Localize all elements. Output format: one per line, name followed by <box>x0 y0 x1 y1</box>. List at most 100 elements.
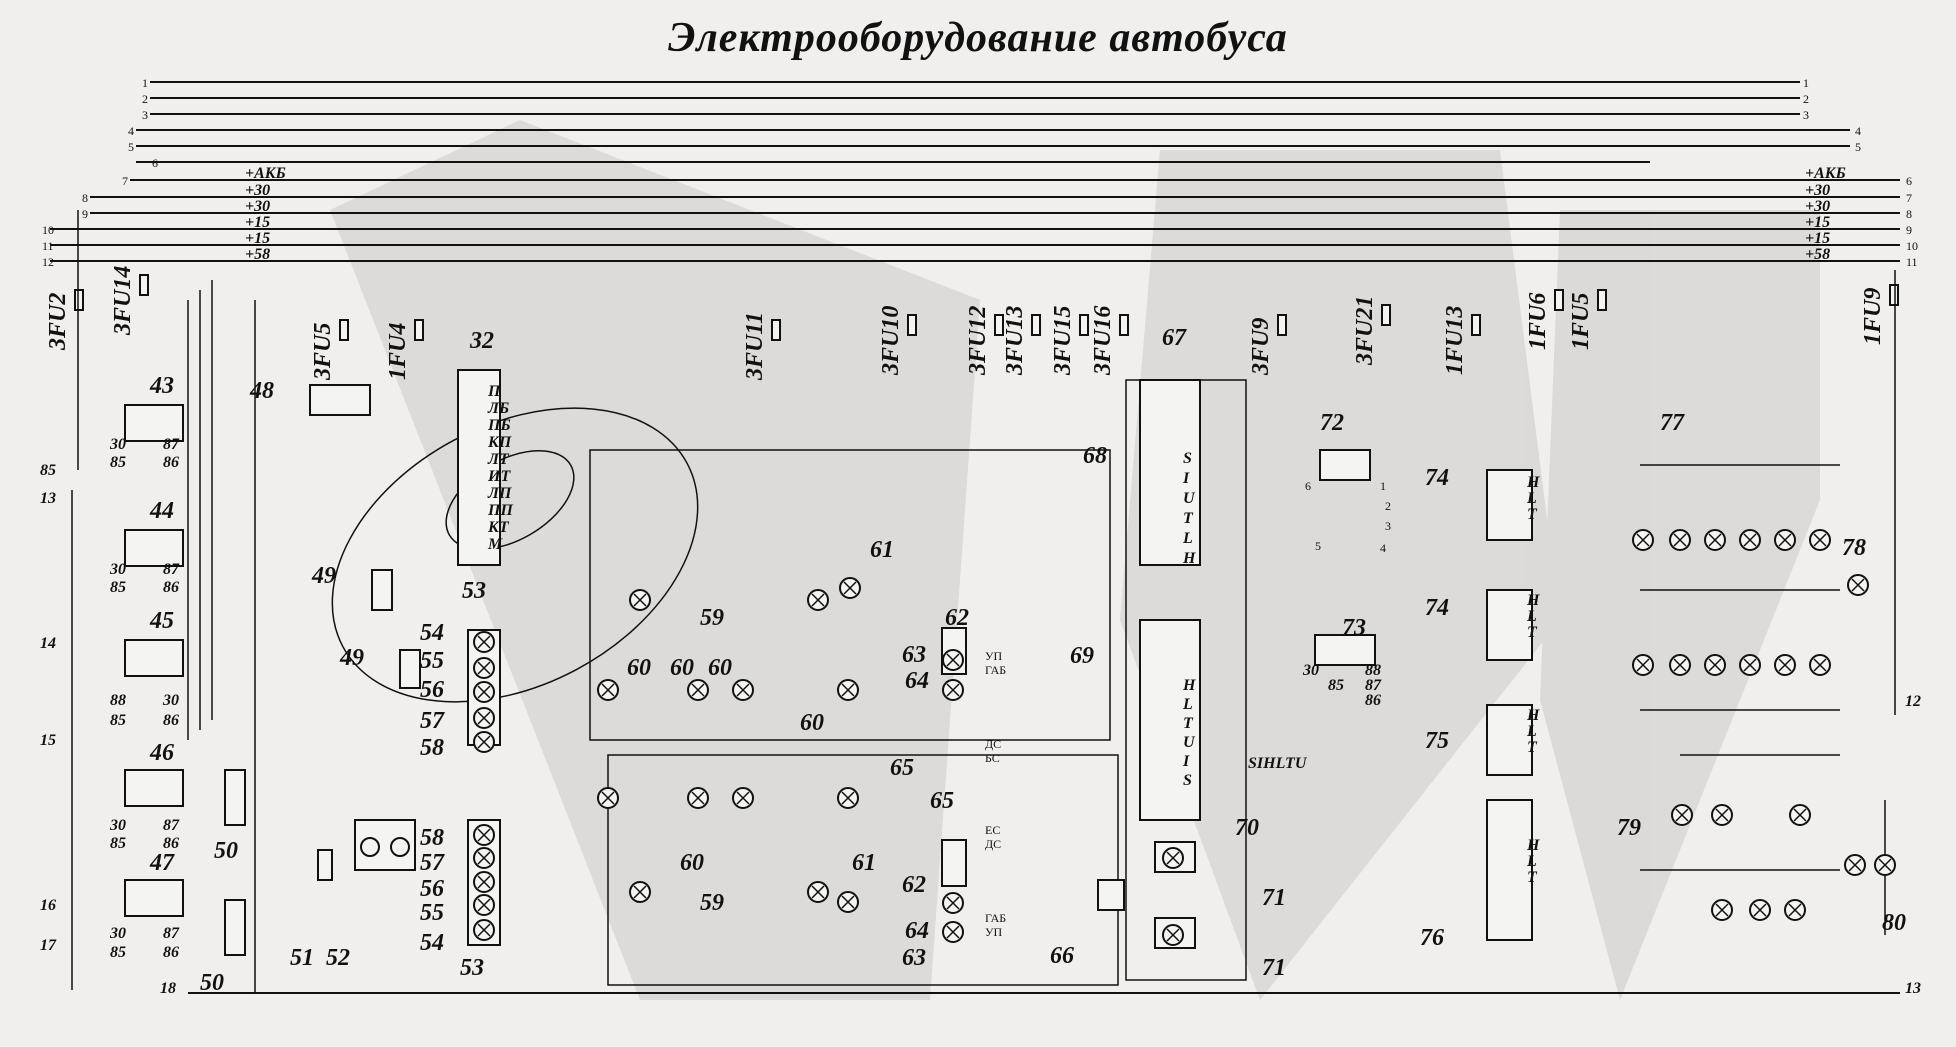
sw70-S: S <box>1183 772 1192 789</box>
relay-46 <box>124 769 184 807</box>
item-64: 64 <box>905 668 929 694</box>
bus-num-right-7: 7 <box>1906 191 1912 205</box>
fuse-body-3FU14 <box>139 274 149 296</box>
item-79: 79 <box>1617 815 1641 841</box>
item-80: 80 <box>1882 910 1906 936</box>
fuse-body-3FU10 <box>907 314 917 336</box>
fuse-body-1FU9 <box>1889 284 1899 306</box>
htl-2-T: T <box>1527 739 1538 756</box>
panel32-ИТ: ИТ <box>487 468 511 485</box>
relay72-pin-1: 1 <box>1380 479 1386 493</box>
item-54: 54 <box>420 620 444 646</box>
side-num-4: 16 <box>40 897 56 914</box>
bus-name-right-8: +30 <box>1805 198 1830 215</box>
item-69: 69 <box>1070 643 1094 669</box>
item-60: 60 <box>670 655 694 681</box>
item-58: 58 <box>420 735 444 761</box>
relay-pin-3: 86 <box>163 454 179 471</box>
bus-num-right-5: 5 <box>1855 140 1861 154</box>
item-52: 52 <box>326 945 350 971</box>
item-61: 61 <box>870 537 894 563</box>
block-label: SIHLTU <box>1248 755 1308 772</box>
bus-num-left-12: 12 <box>42 255 54 269</box>
item-55: 55 <box>420 900 444 926</box>
bus-num-left-3: 3 <box>142 108 148 122</box>
relay-pin-18: 87 <box>163 925 180 942</box>
side-num-0: 85 <box>40 462 56 479</box>
item-56: 56 <box>420 876 444 902</box>
relay73-pin-88: 88 <box>1365 662 1381 679</box>
bus-num-left-7: 7 <box>122 174 128 188</box>
sw67-S: S <box>1183 450 1192 467</box>
fuse-body-3FU5 <box>339 319 349 341</box>
item-54: 54 <box>420 930 444 956</box>
htl-3-L: L <box>1526 853 1537 870</box>
fuse-3FU2: 3FU2 <box>45 293 71 351</box>
fuse-3FU15: 3FU15 <box>1050 306 1076 376</box>
relay-pin-12: 30 <box>109 817 126 834</box>
lamp-label-b2: ГАБ <box>985 911 1006 925</box>
item-75: 75 <box>1425 728 1449 754</box>
sw67-L: L <box>1182 530 1193 547</box>
relay-pin-14: 87 <box>163 817 180 834</box>
panel32-ЛП: ЛП <box>487 485 512 502</box>
htl-3-T: T <box>1527 869 1538 886</box>
panel32-КТ: КТ <box>487 519 510 536</box>
item-65: 65 <box>890 755 914 781</box>
terminal-labels: ПЛБПБКПЛТИТЛПППКТМSIUTLHHLTUISSIHLTUУПГА… <box>40 383 1921 997</box>
fuse-body-3FU21 <box>1381 304 1391 326</box>
fuse-body-3FU11 <box>771 319 781 341</box>
item-44: 44 <box>149 498 174 524</box>
horn-50b <box>224 899 246 956</box>
relay72-pin-5: 5 <box>1315 539 1321 553</box>
relay72-pin-2: 2 <box>1385 499 1391 513</box>
relay-43 <box>124 404 184 442</box>
bus-name-right-11: +58 <box>1805 246 1830 263</box>
bus-num-right-10: 10 <box>1906 239 1918 253</box>
sw70-H: H <box>1182 677 1196 694</box>
panel32-П: П <box>487 383 501 400</box>
lamp-label-b0: ЕС <box>985 823 1000 837</box>
sw70-L: L <box>1182 696 1193 713</box>
relay73-pin-86: 86 <box>1365 692 1381 709</box>
switch-75 <box>1486 704 1533 776</box>
item-53: 53 <box>462 578 486 604</box>
fuse-body-3FU9 <box>1277 314 1287 336</box>
bus-num-left-6: 6 <box>152 156 158 170</box>
panel32-ПП: ПП <box>487 502 513 519</box>
fuse-body-1FU4 <box>414 319 424 341</box>
bus-num-left-9: 9 <box>82 207 88 221</box>
relay73-pin-30: 30 <box>1302 662 1319 679</box>
bus-num-right-2: 2 <box>1803 92 1809 106</box>
relay73-pin-87: 87 <box>1365 677 1382 694</box>
relay-pin-19: 86 <box>163 944 179 961</box>
relay-pin-4: 30 <box>109 561 126 578</box>
sw70-T: T <box>1183 715 1194 732</box>
relay-pin-13: 85 <box>110 835 126 852</box>
fuse-1FU4: 1FU4 <box>385 323 411 380</box>
item-58: 58 <box>420 825 444 851</box>
panel32-КП: КП <box>487 434 512 451</box>
side-num-2: 14 <box>40 635 56 652</box>
fuse-body-1FU13 <box>1471 314 1481 336</box>
item-66: 66 <box>1050 943 1074 969</box>
side-num-3: 15 <box>40 732 56 749</box>
item-56: 56 <box>420 677 444 703</box>
item-77: 77 <box>1660 410 1685 436</box>
bus-num-right-1: 1 <box>1803 76 1809 90</box>
lamp-block-65b <box>941 839 967 887</box>
htl-0-H: H <box>1526 474 1540 491</box>
bus-name-left-12: +58 <box>245 246 270 263</box>
htl-2-H: H <box>1526 707 1540 724</box>
item-62: 62 <box>902 872 926 898</box>
relay-pin-16: 30 <box>109 925 126 942</box>
side-num-7: 12 <box>1905 693 1921 710</box>
item-70: 70 <box>1235 815 1259 841</box>
side-num-6: 18 <box>160 980 176 997</box>
bus-num-left-5: 5 <box>128 140 134 154</box>
htl-1-L: L <box>1526 608 1537 625</box>
item-47: 47 <box>149 850 175 876</box>
fuse-3FU16: 3FU16 <box>1090 306 1116 376</box>
bus-labels: 1234567+АКБ8+309+3010+1511+1512+58123456… <box>42 76 1918 269</box>
bus-name-right-9: +15 <box>1805 214 1830 231</box>
